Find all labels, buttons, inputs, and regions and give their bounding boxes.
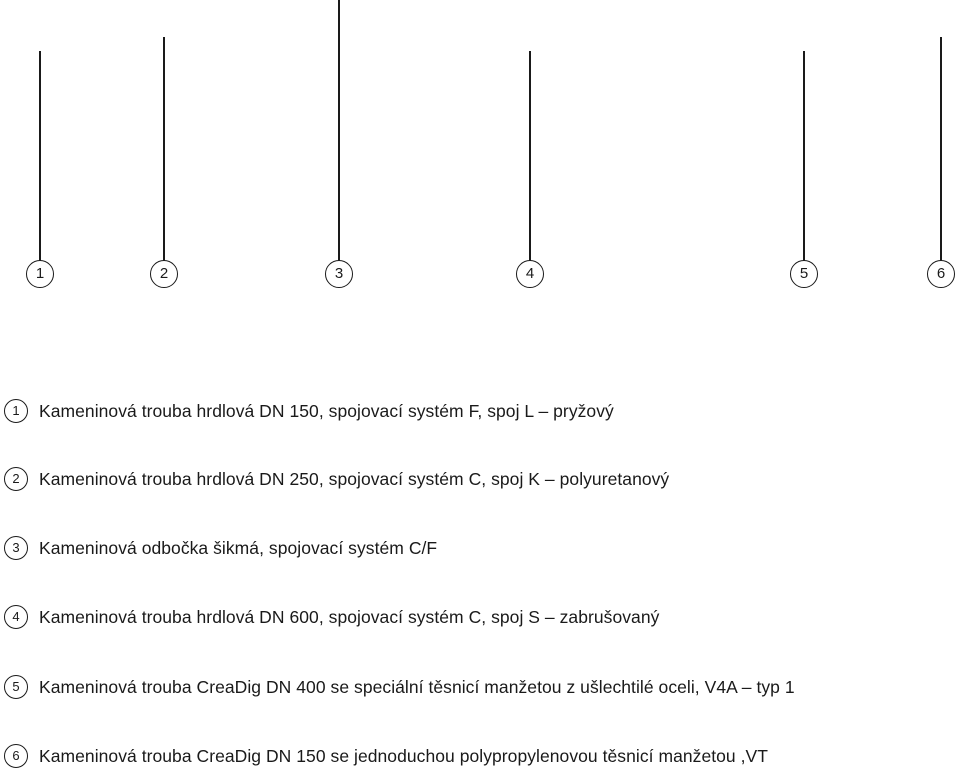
leader-line-6 — [940, 37, 942, 261]
legend-item-6: 6 Kameninová trouba CreaDig DN 150 se je… — [4, 741, 768, 771]
callout-marker-1: 1 — [26, 260, 54, 288]
legend-item-2: 2 Kameninová trouba hrdlová DN 250, spoj… — [4, 464, 669, 494]
legend-number-6: 6 — [4, 744, 28, 768]
callout-marker-5: 5 — [790, 260, 818, 288]
legend-item-1: 1 Kameninová trouba hrdlová DN 150, spoj… — [4, 396, 614, 426]
callout-marker-3: 3 — [325, 260, 353, 288]
legend-number-3: 3 — [4, 536, 28, 560]
legend-item-3: 3 Kameninová odbočka šikmá, spojovací sy… — [4, 533, 437, 563]
legend-number-4: 4 — [4, 605, 28, 629]
legend-number-1: 1 — [4, 399, 28, 423]
callout-marker-6: 6 — [927, 260, 955, 288]
leader-line-2 — [163, 37, 165, 261]
legend-item-4: 4 Kameninová trouba hrdlová DN 600, spoj… — [4, 602, 659, 632]
legend-text-5: Kameninová trouba CreaDig DN 400 se spec… — [39, 676, 795, 697]
leader-line-5 — [803, 51, 805, 261]
leader-line-4 — [529, 51, 531, 261]
callout-marker-4: 4 — [516, 260, 544, 288]
legend-text-6: Kameninová trouba CreaDig DN 150 se jedn… — [39, 745, 768, 766]
leader-line-1 — [39, 51, 41, 261]
legend-text-4: Kameninová trouba hrdlová DN 600, spojov… — [39, 606, 660, 627]
legend-number-5: 5 — [4, 675, 28, 699]
callout-marker-2: 2 — [150, 260, 178, 288]
legend-item-5: 5 Kameninová trouba CreaDig DN 400 se sp… — [4, 672, 795, 702]
legend-text-1: Kameninová trouba hrdlová DN 150, spojov… — [39, 400, 614, 421]
legend-text-2: Kameninová trouba hrdlová DN 250, spojov… — [39, 468, 670, 489]
leader-line-3 — [338, 0, 340, 261]
legend-text-3: Kameninová odbočka šikmá, spojovací syst… — [39, 537, 438, 558]
legend-number-2: 2 — [4, 467, 28, 491]
